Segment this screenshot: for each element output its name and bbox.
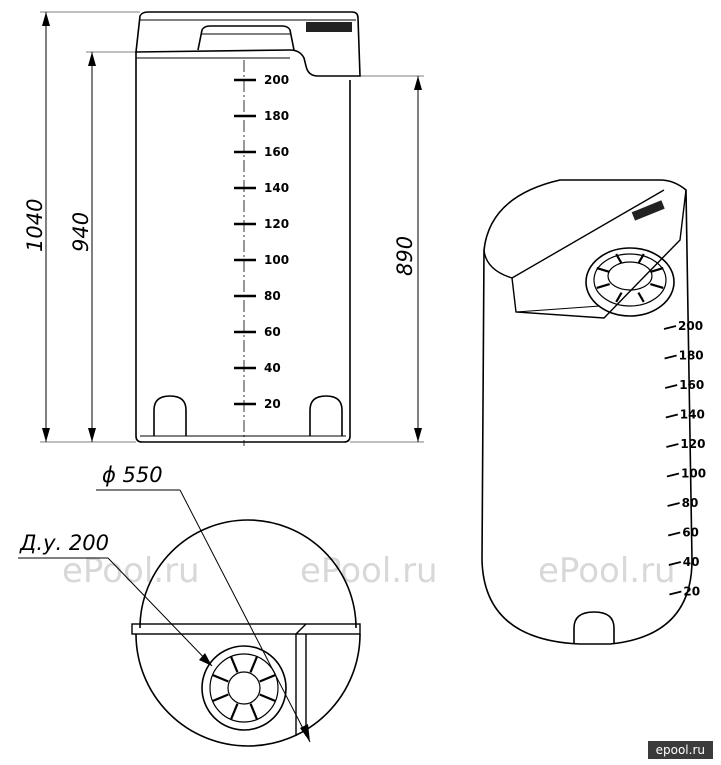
dim-nominal-bore: Д.у. 200 <box>19 531 109 555</box>
iso-scale-tick <box>666 443 679 448</box>
lid-rib <box>615 292 623 303</box>
iso-scale-label: 60 <box>682 526 699 540</box>
iso-scale-tick <box>663 325 677 330</box>
tank-top-ledge <box>135 11 361 77</box>
watermark-right: ePool.ru <box>538 551 676 591</box>
lid-rib <box>259 673 276 683</box>
dim-body-height: 940 <box>69 212 93 252</box>
iso-scale-label: 160 <box>679 378 704 392</box>
lid-rib <box>229 656 239 673</box>
foot-left <box>153 395 187 436</box>
top-lid-inner <box>227 671 261 705</box>
iso-scale-tick <box>664 384 678 389</box>
iso-scale-label: 120 <box>680 437 705 451</box>
iso-lid-ribs <box>596 253 664 303</box>
front-scale-label: 140 <box>264 181 289 195</box>
top-arc-lower <box>135 633 361 747</box>
iso-lid-outer <box>585 247 675 317</box>
iso-scale-label: 40 <box>683 555 700 569</box>
front-scale-label: 180 <box>264 109 289 123</box>
top-lid-ribs <box>212 656 276 720</box>
logo-plate <box>306 22 352 32</box>
lid-rib <box>637 253 645 264</box>
lid-rib <box>212 673 229 683</box>
iso-scale-tick <box>665 413 679 419</box>
iso-foot <box>573 611 615 644</box>
tank-body-outline <box>135 52 351 443</box>
lid <box>197 25 295 51</box>
front-scale-label: 160 <box>264 145 289 159</box>
iso-scale-tick <box>666 472 680 478</box>
iso-scale-tick <box>664 354 677 360</box>
front-scale-label: 200 <box>264 73 289 87</box>
front-volume-scale: 200 180 160 140 120 100 80 60 40 20 <box>234 73 289 411</box>
top-ledge-side <box>295 623 307 736</box>
corner-site-badge: epool.ru <box>647 741 713 759</box>
dim-total-height: 1040 <box>23 199 47 252</box>
iso-body <box>481 179 693 645</box>
iso-logo-plate <box>631 200 665 221</box>
watermark-left: ePool.ru <box>62 551 200 591</box>
front-scale-label: 20 <box>264 397 281 411</box>
lid-rib <box>637 292 645 303</box>
iso-scale-label: 140 <box>680 408 705 422</box>
dim-diameter: ϕ 550 <box>102 463 163 487</box>
iso-volume-scale: 200 180 160 140 120 100 80 60 40 20 <box>663 319 706 599</box>
top-lid-outer <box>201 645 287 731</box>
iso-scale-tick <box>668 561 682 566</box>
lid-rib <box>249 703 259 720</box>
front-dimensions: 1040 940 890 <box>23 11 424 443</box>
iso-scale-label: 20 <box>683 585 700 599</box>
front-scale-label: 40 <box>264 361 281 375</box>
iso-scale-label: 200 <box>678 319 703 333</box>
front-scale-label: 80 <box>264 289 281 303</box>
iso-scale-label: 80 <box>682 496 699 510</box>
lid-rib <box>596 283 610 289</box>
front-scale-label: 60 <box>264 325 281 339</box>
front-scale-label: 120 <box>264 217 289 231</box>
front-scale-label: 100 <box>264 253 289 267</box>
foot-right <box>309 395 343 436</box>
top-view: ϕ 550 Д.у. 200 <box>18 463 361 747</box>
iso-scale-tick <box>667 502 680 507</box>
lid-rib <box>259 693 276 703</box>
iso-scale-tick <box>669 590 682 596</box>
diameter-leader <box>179 489 311 743</box>
lid-rib <box>249 656 259 673</box>
lid-rib <box>650 267 664 273</box>
lid-rib <box>212 693 229 703</box>
dim-side-height: 890 <box>393 236 417 276</box>
iso-scale-label: 180 <box>679 349 704 363</box>
bore-leader <box>107 557 213 667</box>
iso-lid-inner <box>607 261 653 291</box>
iso-scale-tick <box>667 531 681 537</box>
lid-rib <box>596 267 610 273</box>
isometric-view: 200 180 160 140 120 100 80 60 40 20 <box>481 179 706 645</box>
watermarks: ePool.ru ePool.ru ePool.ru <box>62 551 676 591</box>
iso-ledge <box>511 189 687 319</box>
lid-rib <box>650 283 664 289</box>
front-view: 200 180 160 140 120 100 80 60 40 20 <box>135 11 361 446</box>
top-ledge-bar <box>131 623 361 635</box>
iso-top-rim <box>483 189 665 279</box>
top-arc <box>139 519 357 629</box>
lid-rib <box>615 253 623 264</box>
watermark-center: ePool.ru <box>300 551 438 591</box>
iso-scale-label: 100 <box>681 467 706 481</box>
lid-rib <box>229 703 239 720</box>
